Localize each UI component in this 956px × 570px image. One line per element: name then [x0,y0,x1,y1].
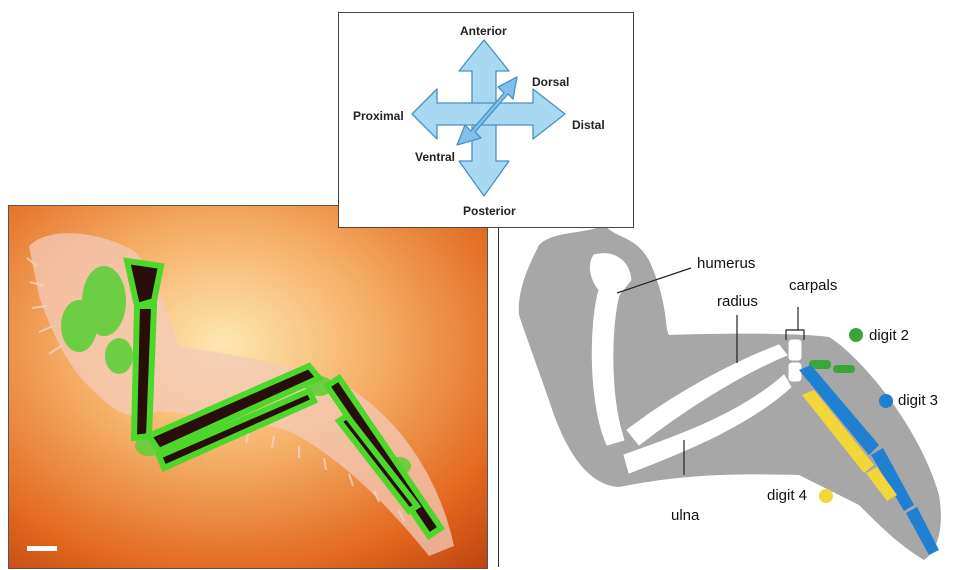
digit-4-label: digit 4 [767,487,807,504]
dorsal-label: Dorsal [532,75,569,89]
axis-compass: Anterior Proximal Distal Dorsal Ventral … [338,12,634,228]
wing-schematic: humerus radius carpals digit 2 digit 3 d… [498,205,951,567]
wing-photo-illustration [9,206,487,568]
carpal-2 [789,363,801,381]
digit-2-dot [849,328,863,342]
digit-3-dot [879,394,893,408]
digit-4-dot [819,489,833,503]
humerus-label: humerus [697,255,755,272]
ulna-label: ulna [671,507,699,524]
proximal-label: Proximal [353,109,404,123]
digit-3-label: digit 3 [898,392,938,409]
digit-2-label: digit 2 [869,327,909,344]
ventral-label: Ventral [415,150,455,164]
scale-bar [27,546,57,551]
carpals-label: carpals [789,277,837,294]
distal-label: Distal [572,118,605,132]
anterior-label: Anterior [460,24,507,38]
posterior-label: Posterior [463,204,516,218]
radius-label: radius [717,293,758,310]
stained-wing-photo [8,205,488,569]
wing-silhouette [519,225,941,560]
carpal-1 [789,340,801,360]
